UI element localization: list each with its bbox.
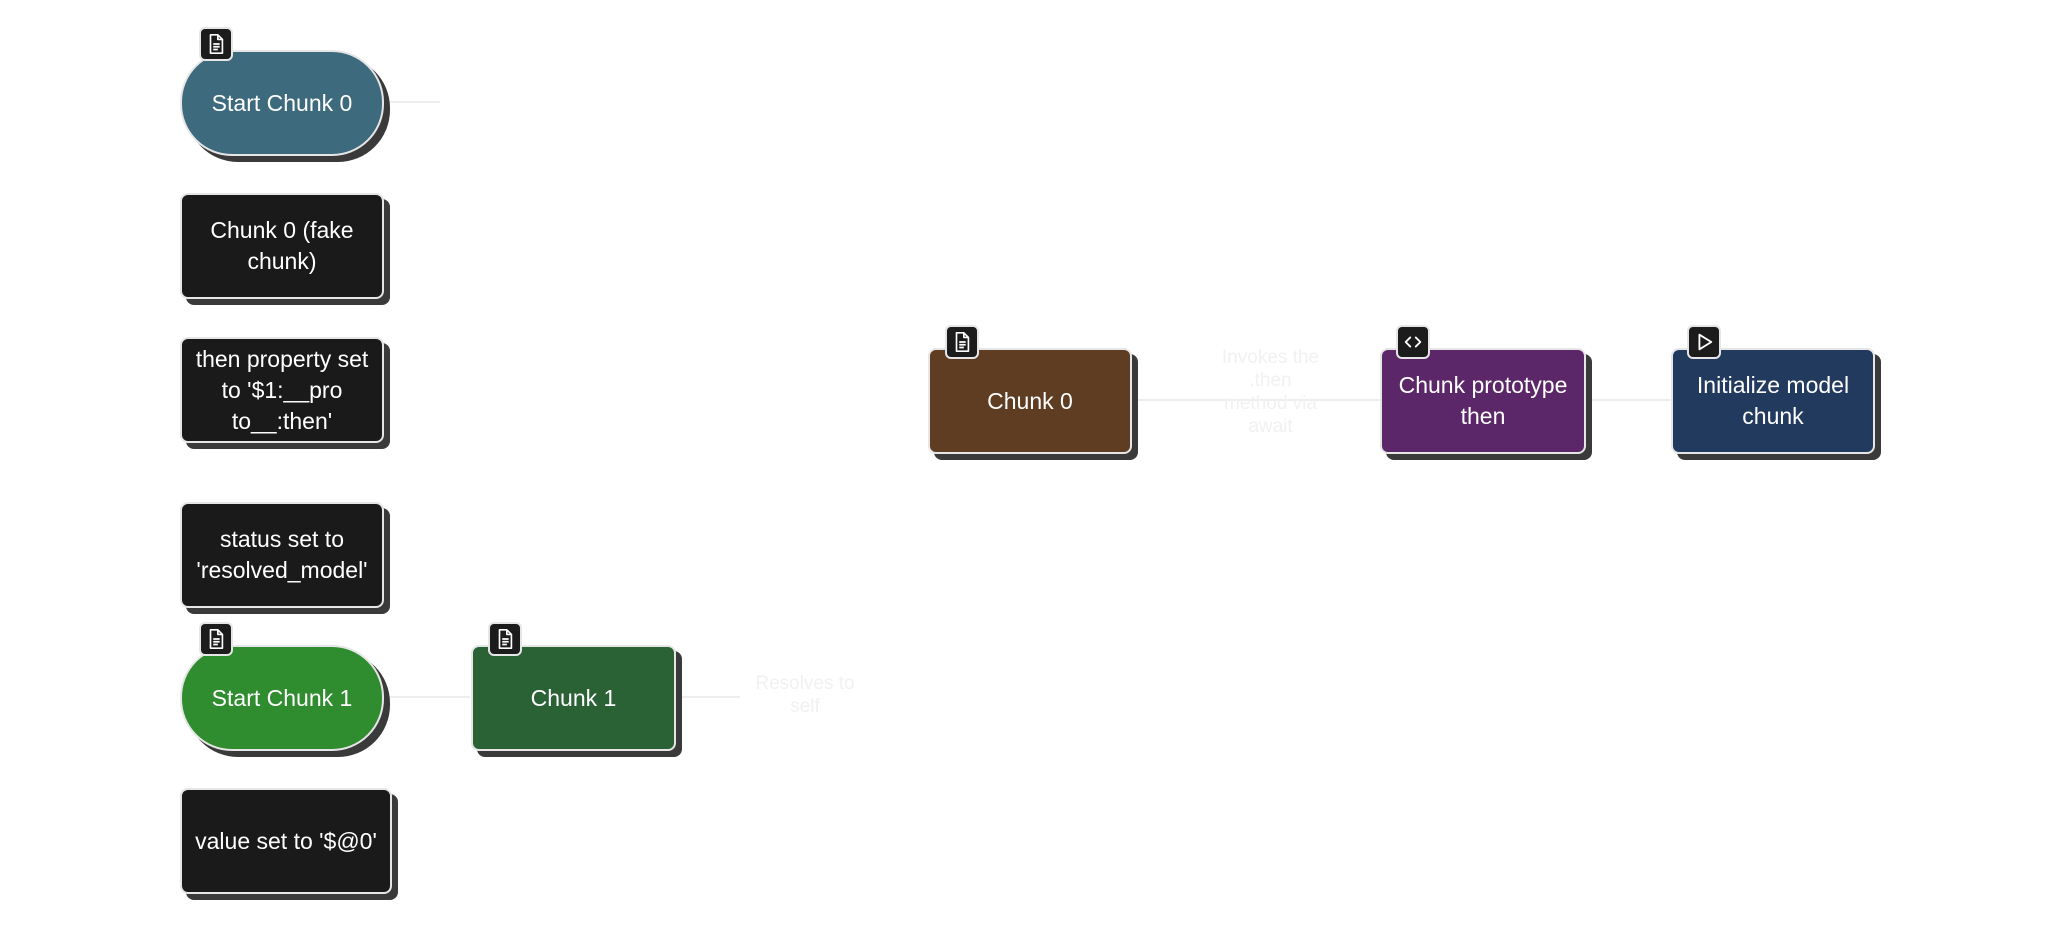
- document-icon: [488, 622, 522, 656]
- chunk-1-label: Chunk 1: [530, 684, 617, 711]
- chunk-0-fake-label: Chunk 0 (fake chunk): [210, 217, 354, 274]
- document-icon: [199, 27, 233, 61]
- start-chunk-0-node[interactable]: Start Chunk 0: [180, 50, 384, 156]
- status-set-label: status set to 'resolved_model': [196, 526, 368, 583]
- value-set-node[interactable]: value set to '$@0': [180, 788, 392, 894]
- chunk-prototype-then-node[interactable]: Chunk prototype then: [1380, 348, 1586, 454]
- edge-label-chunk-0-to-prototype: Invokes the .then method via await: [1221, 347, 1320, 437]
- chunk-0-fake-node[interactable]: Chunk 0 (fake chunk): [180, 193, 384, 299]
- start-chunk-1-node[interactable]: Start Chunk 1: [180, 645, 384, 751]
- value-set-label: value set to '$@0': [195, 827, 377, 854]
- chunk-1-node[interactable]: Chunk 1: [471, 645, 676, 751]
- code-icon: [1396, 325, 1430, 359]
- then-property-node[interactable]: then property set to '$1:__pro to__:then…: [180, 337, 384, 443]
- initialize-model-chunk-node[interactable]: Initialize model chunk: [1671, 348, 1875, 454]
- edge-label-chunk-1: Resolves to self: [755, 673, 855, 717]
- chunk-0-label: Chunk 0: [987, 387, 1073, 414]
- document-icon: [945, 325, 979, 359]
- chunk-0-node[interactable]: Chunk 0: [928, 348, 1132, 454]
- initialize-model-chunk-label: Initialize model chunk: [1696, 372, 1850, 429]
- play-icon: [1687, 325, 1721, 359]
- status-set-node[interactable]: status set to 'resolved_model': [180, 502, 384, 608]
- document-icon: [199, 622, 233, 656]
- then-property-label: then property set to '$1:__pro to__:then…: [195, 345, 369, 434]
- start-chunk-0-label: Start Chunk 0: [211, 89, 353, 116]
- start-chunk-1-label: Start Chunk 1: [211, 684, 353, 711]
- chunk-prototype-then-label: Chunk prototype then: [1398, 372, 1568, 429]
